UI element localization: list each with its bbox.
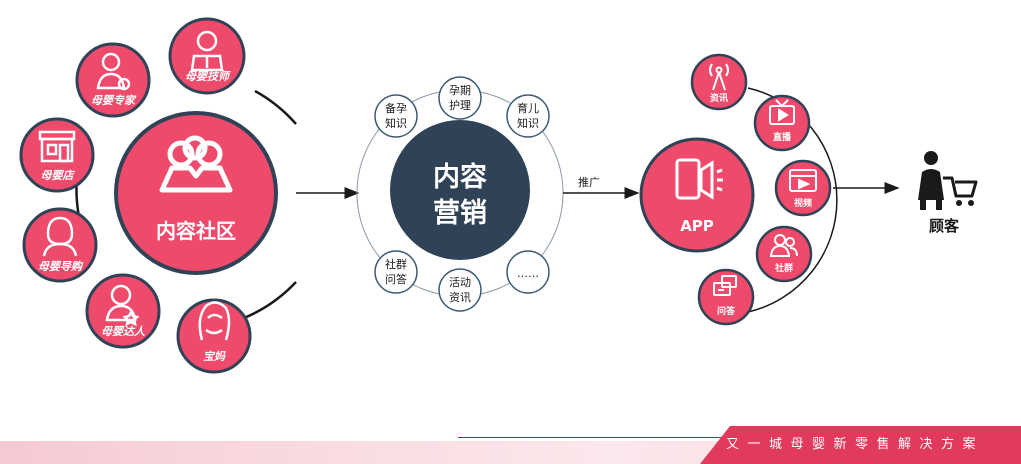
marketing-group: 内容 营销 备孕 知识 孕期 护理 育儿 知识 社群 问答 活动 资讯 xyxy=(356,76,564,312)
store-icon xyxy=(38,130,76,163)
topic-node-parenting: 育儿 知识 xyxy=(506,94,550,138)
phone-speaker-icon xyxy=(675,158,723,200)
app-center-node: APP xyxy=(639,137,755,253)
topic-node-community-qa: 社群 问答 xyxy=(374,250,418,294)
channel-label: 问答 xyxy=(717,305,736,317)
channel-node-community: 社群 xyxy=(755,225,813,283)
community-node-technician: 母婴技师 xyxy=(168,17,246,95)
topic-label: 活动 xyxy=(449,276,471,289)
technician-icon xyxy=(190,30,224,72)
promote-label: 推广 xyxy=(578,175,600,189)
community-node-mother: 宝妈 xyxy=(176,298,252,374)
footer-slogan-band xyxy=(700,426,1021,464)
community-node-influencer: 母婴达人 xyxy=(85,273,161,349)
channel-node-video: 视频 xyxy=(774,159,832,217)
footer-slogan: 又一城母婴新零售解决方案 xyxy=(726,437,985,452)
customer-node: 顾客 xyxy=(918,151,978,235)
shopping-guide-icon xyxy=(42,216,78,257)
community-node-shopping-guide: 母婴导购 xyxy=(22,207,98,283)
qa-chat-icon xyxy=(713,275,737,296)
topic-node-event-news: 活动 资讯 xyxy=(438,268,482,312)
influencer-icon xyxy=(105,284,140,327)
expert-icon xyxy=(96,52,131,91)
topic-label: 问答 xyxy=(385,272,407,286)
tv-icon xyxy=(769,99,795,125)
community-node-expert: 母婴专家 xyxy=(75,42,151,118)
broadcast-tower-icon xyxy=(709,63,729,91)
community-orbit-arc xyxy=(254,89,297,125)
topic-label: 知识 xyxy=(517,116,539,130)
video-play-icon xyxy=(789,169,817,192)
community-center-label: 内容社区 xyxy=(156,219,236,243)
node-label: 母婴专家 xyxy=(91,94,137,107)
channel-label: 社群 xyxy=(774,262,793,274)
node-label: 母婴技师 xyxy=(185,70,231,83)
node-label: 母婴达人 xyxy=(101,325,146,338)
topic-node-pregnancy-care: 孕期 护理 xyxy=(438,76,482,120)
channel-label: 视频 xyxy=(794,197,812,209)
community-node-store: 母婴店 xyxy=(19,117,95,193)
topic-node-pregnancy-prep: 备孕 知识 xyxy=(374,94,418,138)
channel-label: 资讯 xyxy=(710,92,728,104)
marketing-center-label-line2: 营销 xyxy=(433,198,487,229)
topic-node-more: …… xyxy=(506,250,550,294)
node-label: 母婴店 xyxy=(41,169,76,182)
community-group: 内容社区 母婴技师 母婴专家 xyxy=(19,17,297,374)
marketing-center-node: 内容 营销 xyxy=(390,120,530,260)
node-label: 母婴导购 xyxy=(38,260,84,273)
app-group: APP 资讯 直播 xyxy=(639,53,838,326)
channel-node-news: 资讯 xyxy=(690,53,748,111)
topic-label: 社群 xyxy=(385,257,407,271)
channel-label: 直播 xyxy=(773,131,792,143)
app-label: APP xyxy=(680,217,714,235)
channel-node-qa: 问答 xyxy=(697,268,755,326)
topic-label: 育儿 xyxy=(517,101,539,115)
topic-label: 备孕 xyxy=(385,101,407,115)
community-center-node: 内容社区 xyxy=(114,111,278,275)
topic-label: 知识 xyxy=(385,116,407,130)
mother-icon xyxy=(198,301,231,341)
customer-label: 顾客 xyxy=(929,217,960,235)
topic-label: 资讯 xyxy=(449,291,471,304)
marketing-center-label-line1: 内容 xyxy=(433,161,487,193)
node-label: 宝妈 xyxy=(203,350,226,363)
channel-node-live: 直播 xyxy=(753,94,811,152)
topic-label: 护理 xyxy=(449,98,471,112)
footer-divider-line xyxy=(458,437,758,438)
community-icon xyxy=(769,234,798,257)
shopper-cart-icon xyxy=(918,151,978,210)
group-people-icon xyxy=(159,135,233,193)
topic-label: …… xyxy=(517,267,539,280)
topic-label: 孕期 xyxy=(449,84,471,97)
